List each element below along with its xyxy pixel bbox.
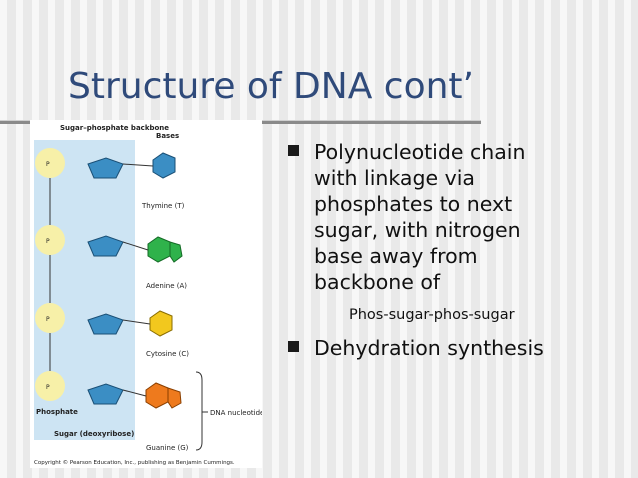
bullet-item: Dehydration synthesis	[286, 335, 631, 361]
base-label-thymine: Thymine (T)	[141, 202, 185, 210]
sub-bullet-text: Phos-sugar-phos-sugar	[349, 307, 515, 323]
base-label-guanine: Guanine (G)	[146, 444, 189, 452]
base-label-cytosine: Cytosine (C)	[146, 350, 189, 358]
base-label-adenine: Adenine (A)	[146, 282, 187, 290]
copyright-text: Copyright © Pearson Education, Inc., pub…	[34, 459, 235, 466]
dna-structure-figure: Sugar–phosphate backbone Bases P Thymine…	[30, 120, 262, 468]
nucleotide-label: DNA nucleotide	[210, 409, 262, 417]
nucleotide-adenine: P Adenine (A)	[35, 225, 187, 290]
nucleotide-cytosine: P Cytosine (C)	[35, 303, 189, 358]
svg-text:P: P	[46, 161, 50, 168]
bullet-item: Polynucleotide chain with linkage via ph…	[286, 139, 631, 295]
bases-header: Bases	[156, 132, 179, 140]
nucleotide-guanine: P Guanine (G)	[35, 371, 189, 452]
bullet-square-icon	[288, 341, 299, 352]
nucleotide-thymine: P Thymine (T)	[35, 148, 185, 210]
svg-text:P: P	[46, 316, 50, 323]
slide-title: Structure of DNA cont’	[68, 66, 474, 107]
bullet-square-icon	[288, 145, 299, 156]
svg-text:P: P	[46, 238, 50, 245]
svg-text:P: P	[46, 384, 50, 391]
bullet-text: Dehydration synthesis	[314, 336, 544, 360]
bullet-text: Polynucleotide chain with linkage via ph…	[314, 140, 526, 294]
nucleotide-bracket	[195, 371, 203, 451]
phosphate-label: Phosphate	[36, 408, 78, 416]
bullet-list: Polynucleotide chain with linkage via ph…	[286, 139, 631, 361]
backbone-header: Sugar–phosphate backbone	[60, 124, 169, 132]
sugar-label: Sugar (deoxyribose)	[54, 430, 134, 438]
